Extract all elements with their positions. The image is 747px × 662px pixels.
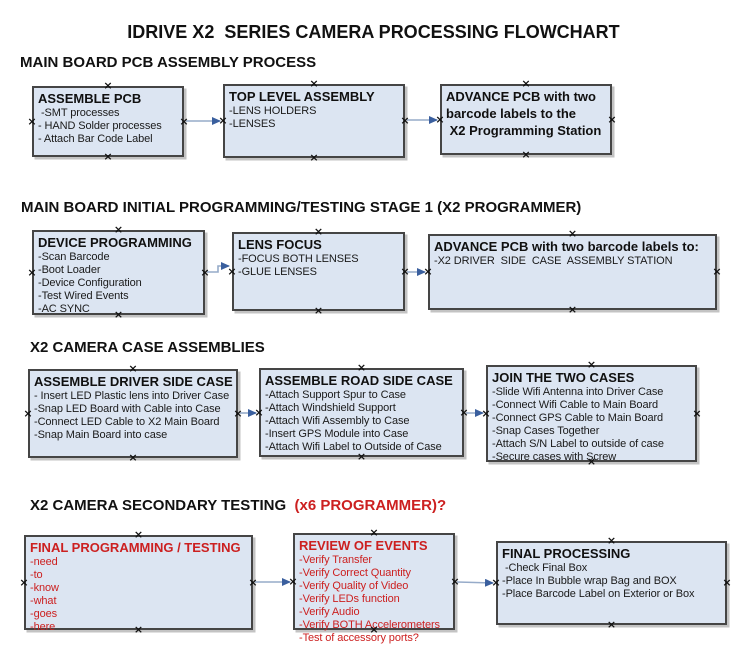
flow-box-assemble-driver-side-case[interactable]: ASSEMBLE DRIVER SIDE CASE- Insert LED Pl… — [28, 369, 238, 458]
box-item: -Connect Wifi Cable to Main Board — [492, 399, 659, 411]
box-item: -LENS HOLDERS — [229, 105, 317, 117]
section-heading: MAIN BOARD PCB ASSEMBLY PROCESS — [20, 54, 316, 72]
box-item: - HAND Solder processes — [38, 120, 162, 132]
box-item: -Test Wired Events — [38, 290, 129, 302]
box-item: -AC SYNC — [38, 303, 90, 315]
flow-box-review-of-events[interactable]: REVIEW OF EVENTS-Verify Transfer-Verify … — [293, 533, 455, 644]
box-title: LENS FOCUS — [238, 237, 322, 252]
box-item: -Verify BOTH Accelerometers — [299, 619, 440, 631]
section-heading-text: MAIN BOARD PCB ASSEMBLY PROCESS — [20, 54, 317, 71]
box-item: -Place In Bubble wrap Bag and BOX — [502, 575, 677, 587]
box-item: -Secure cases with Screw — [492, 451, 617, 463]
box-item: -need — [30, 556, 58, 568]
box-item: -Verify Audio — [299, 606, 360, 618]
box-item: -to — [30, 569, 43, 581]
box-item: -Verify Transfer — [299, 554, 372, 566]
section-heading: X2 CAMERA CASE ASSEMBLIES — [30, 339, 265, 357]
box-item: -Slide Wifi Antenna into Driver Case — [492, 386, 664, 398]
flow-box-final-processing[interactable]: FINAL PROCESSING -Check Final Box-Place … — [496, 541, 727, 625]
box-item: -what — [30, 595, 57, 607]
box-item: -LENSES — [229, 118, 276, 130]
box-item: -Attach Support Spur to Case — [265, 389, 406, 401]
section-heading: X2 CAMERA SECONDARY TESTING (x6 PROGRAMM… — [30, 497, 446, 515]
box-item: - Insert LED Plastic lens into Driver Ca… — [34, 390, 230, 402]
box-item: -SMT processes — [38, 107, 120, 119]
box-item: -X2 DRIVER SIDE CASE ASSEMBLY STATION — [434, 255, 673, 267]
flow-box-final-programming-testing[interactable]: FINAL PROGRAMMING / TESTING-need-to-know… — [24, 535, 253, 633]
box-title: ASSEMBLE ROAD SIDE CASE — [265, 373, 453, 388]
box-item: -know — [30, 582, 59, 594]
flow-box-lens-focus[interactable]: LENS FOCUS-FOCUS BOTH LENSES-GLUE LENSES — [232, 232, 405, 311]
section-heading-text: X2 CAMERA SECONDARY TESTING — [30, 497, 287, 514]
box-item: -Test of accessory ports? — [299, 632, 419, 644]
flow-box-device-programming[interactable]: DEVICE PROGRAMMING-Scan Barcode-Boot Loa… — [32, 230, 205, 315]
connector-arrow[interactable] — [456, 578, 494, 587]
flow-box-join-the-two-cases[interactable]: JOIN THE TWO CASES-Slide Wifi Antenna in… — [486, 365, 697, 463]
box-item: -Connect LED Cable to X2 Main Board — [34, 416, 220, 428]
flow-box-assemble-pcb[interactable]: ASSEMBLE PCB -SMT processes- HAND Solder… — [32, 86, 184, 157]
box-item: -Verify LEDs function — [299, 593, 400, 605]
box-item: -Place Barcode Label on Exterior or Box — [502, 588, 695, 600]
box-title: JOIN THE TWO CASES — [492, 370, 635, 385]
box-item: -FOCUS BOTH LENSES — [238, 253, 359, 265]
box-title: FINAL PROGRAMMING / TESTING — [30, 540, 241, 555]
box-item: - Attach Bar Code Label — [38, 133, 153, 145]
connector-arrow[interactable] — [207, 262, 230, 273]
box-item: -goes — [30, 608, 58, 620]
box-title: ASSEMBLE PCB — [38, 91, 142, 106]
box-item: -Verify Quality of Video — [299, 580, 409, 592]
box-item: -Device Configuration — [38, 277, 142, 289]
flow-box-advance-pcb-to-programming-station[interactable]: ADVANCE PCB with two barcode labels to t… — [440, 84, 612, 155]
box-title: ADVANCE PCB with two barcode labels to t… — [446, 89, 602, 138]
flow-box-assemble-road-side-case[interactable]: ASSEMBLE ROAD SIDE CASE-Attach Support S… — [259, 368, 464, 457]
box-item: -Attach S/N Label to outside of case — [492, 438, 664, 450]
box-title: ASSEMBLE DRIVER SIDE CASE — [34, 374, 233, 389]
section-heading-text: MAIN BOARD INITIAL PROGRAMMING/TESTING S… — [21, 199, 582, 216]
flow-box-advance-pcb-to-driver-side-station[interactable]: ADVANCE PCB with two barcode labels to:-… — [428, 234, 717, 310]
box-item: -Snap Main Board into case — [34, 429, 168, 441]
box-item: -Snap LED Board with Cable into Case — [34, 403, 221, 415]
box-item: -Attach Wifi Assembly to Case — [265, 415, 410, 427]
box-title: TOP LEVEL ASSEMBLY — [229, 89, 375, 104]
box-item: -Verify Correct Quantity — [299, 567, 411, 579]
box-title: ADVANCE PCB with two barcode labels to: — [434, 239, 699, 254]
box-item: -Snap Cases Together — [492, 425, 600, 437]
box-item: -Check Final Box — [502, 562, 588, 574]
box-item: -GLUE LENSES — [238, 266, 317, 278]
box-item: -Attach Wifi Label to Outside of Case — [265, 441, 442, 453]
box-title: FINAL PROCESSING — [502, 546, 631, 561]
section-heading-red-text: (x6 PROGRAMMER)? — [286, 497, 447, 514]
box-item: -Scan Barcode — [38, 251, 110, 263]
section-heading: MAIN BOARD INITIAL PROGRAMMING/TESTING S… — [21, 199, 581, 217]
box-item: -here — [30, 621, 56, 633]
box-item: -Boot Loader — [38, 264, 101, 276]
box-title: DEVICE PROGRAMMING — [38, 235, 192, 250]
chart-title: IDRIVE X2 SERIES CAMERA PROCESSING FLOWC… — [127, 22, 620, 42]
box-title: REVIEW OF EVENTS — [299, 538, 428, 553]
box-item: -Attach Windshield Support — [265, 402, 396, 414]
box-item: -Connect GPS Cable to Main Board — [492, 412, 664, 424]
box-item: -Insert GPS Module into Case — [265, 428, 409, 440]
flow-box-top-level-assembly[interactable]: TOP LEVEL ASSEMBLY-LENS HOLDERS-LENSES — [223, 84, 405, 158]
section-heading-text: X2 CAMERA CASE ASSEMBLIES — [30, 339, 265, 356]
